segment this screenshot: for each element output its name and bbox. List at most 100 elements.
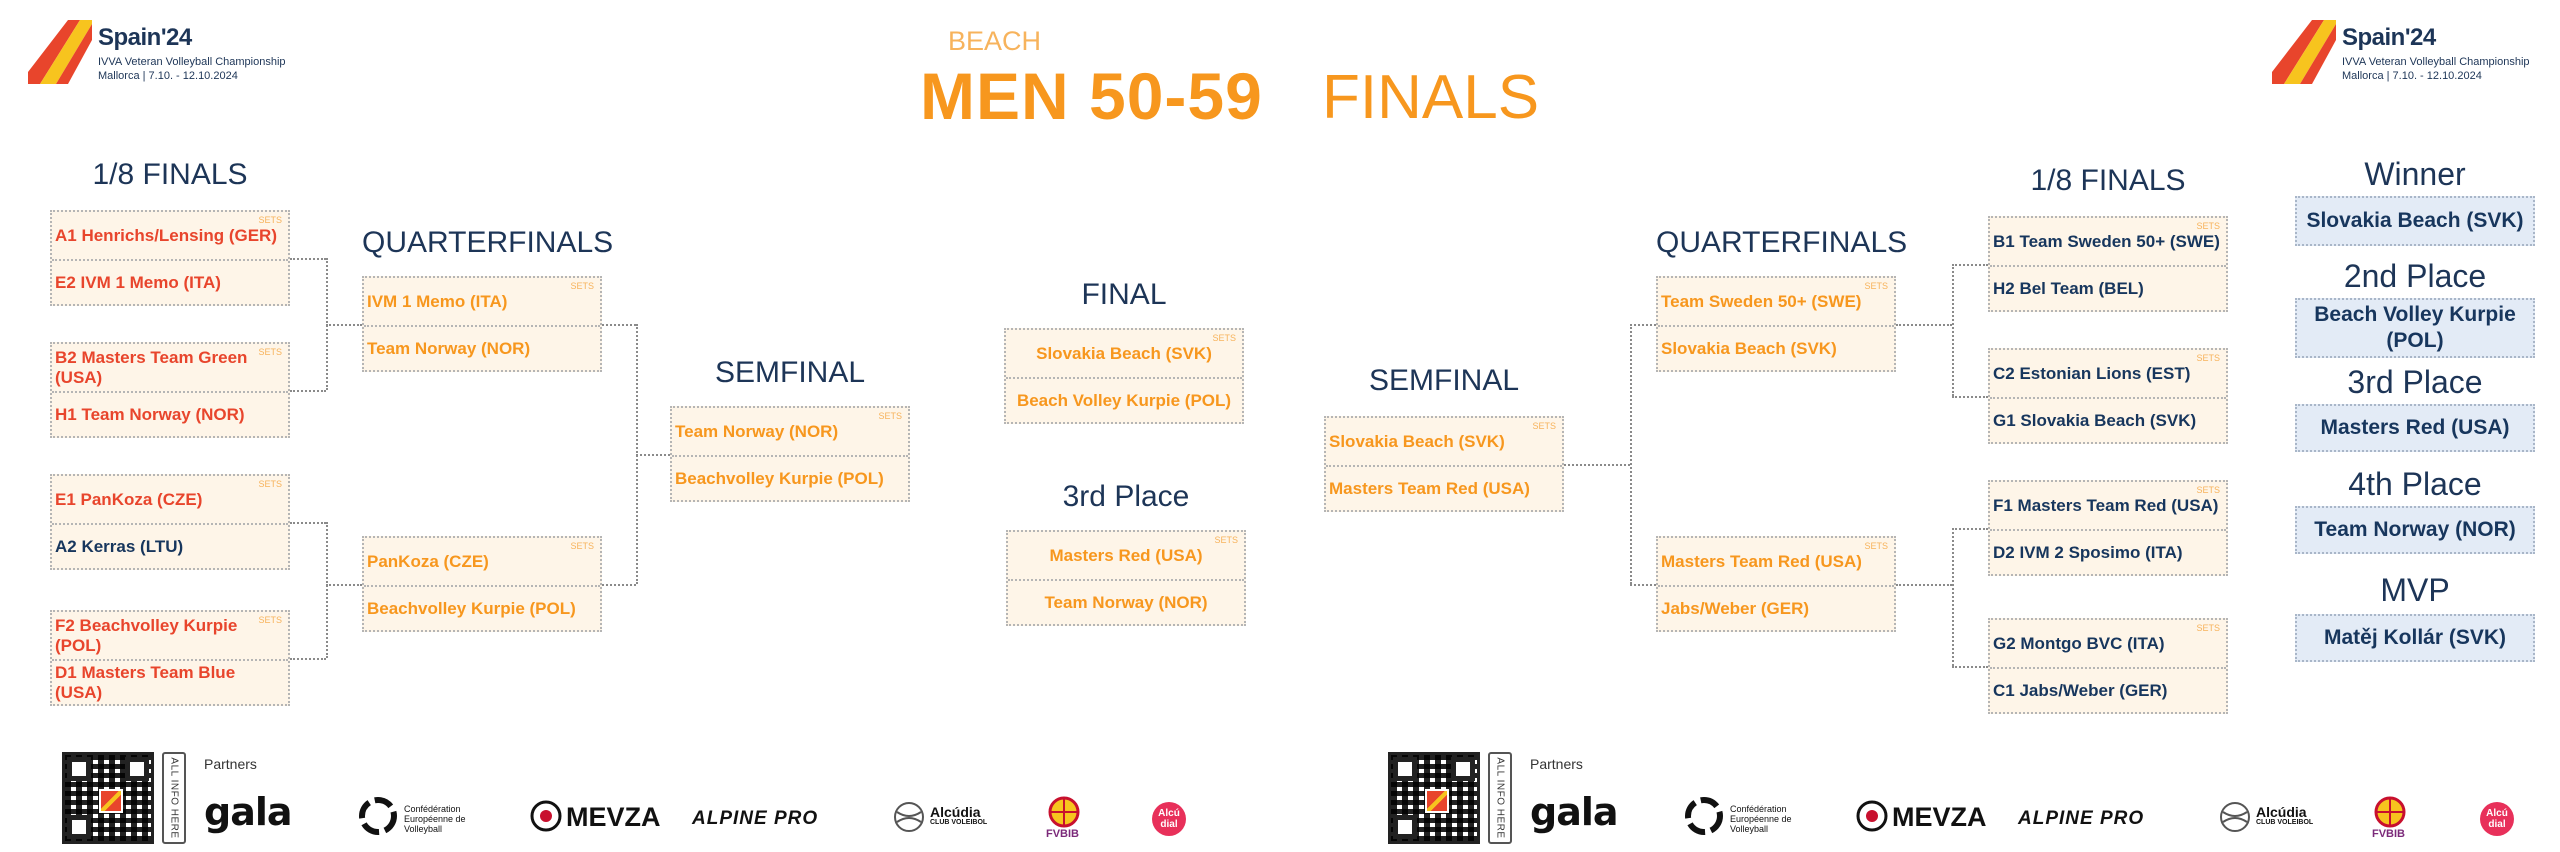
sets-label: SETS bbox=[570, 541, 594, 551]
match-qf-left-1: SETS IVM 1 Memo (ITA) Team Norway (NOR) bbox=[362, 276, 602, 372]
connector bbox=[1952, 396, 1988, 398]
sets-label: SETS bbox=[258, 615, 282, 625]
qr-code-icon[interactable] bbox=[62, 752, 154, 844]
team-slot: E1 PanKoza (CZE) bbox=[55, 489, 203, 509]
partner-alcudia-logo: Alcúdia CLUB VOLEIBOL bbox=[930, 804, 987, 827]
heading-third-place: 3rd Place bbox=[1062, 480, 1190, 513]
team-slot: Beachvolley Kurpie (POL) bbox=[675, 469, 884, 488]
connector bbox=[1896, 324, 1952, 326]
logo-dates: Mallorca | 7.10. - 12.10.2024 bbox=[98, 70, 238, 82]
heading-r16-left: 1/8 FINALS bbox=[92, 158, 248, 191]
cev-logo-icon bbox=[359, 797, 397, 835]
connector bbox=[1952, 264, 1954, 396]
connector bbox=[1952, 264, 1988, 266]
fvbib-ball-icon bbox=[2374, 796, 2406, 828]
award-winner: Slovakia Beach (SVK) bbox=[2295, 196, 2535, 246]
team-slot: C2 Estonian Lions (EST) bbox=[1993, 363, 2191, 383]
team-slot: H1 Team Norway (NOR) bbox=[55, 405, 245, 424]
team-slot: C1 Jabs/Weber (GER) bbox=[1993, 681, 2168, 700]
award-mvp: Matěj Kollár (SVK) bbox=[2295, 614, 2535, 662]
team-slot: Team Norway (NOR) bbox=[675, 421, 839, 441]
qr-code-icon[interactable] bbox=[1388, 752, 1480, 844]
mevza-ball-icon bbox=[1856, 800, 1888, 832]
cev-logo-icon bbox=[1685, 797, 1723, 835]
sets-label: SETS bbox=[2196, 353, 2220, 363]
team-slot: Slovakia Beach (SVK) bbox=[1036, 343, 1212, 363]
alcudia-name: Alcúdia bbox=[930, 804, 981, 820]
sets-label: SETS bbox=[2196, 221, 2220, 231]
logo-name: Spain'24 bbox=[2342, 24, 2436, 51]
partner-mevza-logo: MEVZA bbox=[1892, 802, 1987, 832]
sets-label: SETS bbox=[2196, 623, 2220, 633]
partner-alcudia-logo: Alcúdia CLUB VOLEIBOL bbox=[2256, 805, 2313, 827]
award-title-second: 2nd Place bbox=[2343, 258, 2487, 294]
finals-title: FINALS bbox=[1322, 63, 1540, 132]
logo-subtitle: IVVA Veteran Volleyball Championship bbox=[2342, 56, 2530, 68]
sets-label: SETS bbox=[1864, 281, 1888, 291]
partner-alpine-pro-logo: ALPINE PRO bbox=[2018, 808, 2145, 829]
connector bbox=[1630, 584, 1656, 586]
sets-label: SETS bbox=[258, 347, 282, 357]
team-slot: PanKoza (CZE) bbox=[367, 551, 489, 571]
partner-mevza-logo: MEVZA bbox=[566, 802, 661, 832]
match-r16-left-3: SETS E1 PanKoza (CZE) A2 Kerras (LTU) bbox=[50, 474, 290, 570]
heading-qf-left: QUARTERFINALS bbox=[362, 226, 614, 259]
award-fourth: Team Norway (NOR) bbox=[2295, 506, 2535, 554]
connector bbox=[326, 324, 362, 326]
team-slot: F1 Masters Team Red (USA) bbox=[1993, 495, 2219, 515]
match-sf-right: SETS Slovakia Beach (SVK) Masters Team R… bbox=[1324, 416, 1564, 512]
connector bbox=[1952, 528, 1954, 666]
alcudia-ball-icon bbox=[894, 802, 924, 832]
connector bbox=[602, 584, 636, 586]
match-final: SETS Slovakia Beach (SVK) Beach Volley K… bbox=[1004, 328, 1244, 424]
all-info-tag: ALL INFO HERE bbox=[1488, 752, 1512, 844]
partner-alcu-dial-logo: Alcú dial bbox=[1152, 802, 1186, 836]
partner-alpine-pro-logo: ALPINE PRO bbox=[692, 808, 819, 829]
team-slot: Slovakia Beach (SVK) bbox=[1661, 339, 1837, 358]
match-r16-left-2: SETS B2 Masters Team Green (USA) H1 Team… bbox=[50, 342, 290, 438]
match-qf-right-2: SETS Masters Team Red (USA) Jabs/Weber (… bbox=[1656, 536, 1896, 632]
connector bbox=[1952, 666, 1988, 668]
heading-sf-right: SEMFINAL bbox=[1368, 364, 1520, 397]
match-r16-left-1: SETS A1 Henrichs/Lensing (GER) E2 IVM 1 … bbox=[50, 210, 290, 306]
sets-label: SETS bbox=[1532, 421, 1556, 431]
sets-label: SETS bbox=[258, 215, 282, 225]
team-slot: Team Sweden 50+ (SWE) bbox=[1661, 291, 1862, 311]
connector bbox=[290, 658, 326, 660]
partner-cev-logo: Confédération Européenne de Volleyball bbox=[404, 804, 466, 834]
connector bbox=[290, 522, 326, 524]
connector bbox=[1564, 464, 1630, 466]
alcudia-ball-icon bbox=[2220, 802, 2250, 832]
spain-flag-stripes-icon bbox=[28, 20, 92, 84]
team-slot: Slovakia Beach (SVK) bbox=[1329, 431, 1505, 451]
spain-flag-stripes-icon bbox=[2272, 20, 2336, 84]
connector bbox=[1630, 324, 1656, 326]
award-title-mvp: MVP bbox=[2380, 572, 2450, 608]
mevza-ball-icon bbox=[530, 800, 562, 832]
logo-dates: Mallorca | 7.10. - 12.10.2024 bbox=[2342, 70, 2482, 82]
team-slot: Masters Team Red (USA) bbox=[1329, 479, 1530, 498]
partner-gala-logo: gala bbox=[204, 790, 293, 834]
connector bbox=[326, 584, 362, 586]
match-sf-left: SETS Team Norway (NOR) Beachvolley Kurpi… bbox=[670, 406, 910, 502]
team-slot: Jabs/Weber (GER) bbox=[1661, 599, 1810, 618]
partner-fvbib-logo: FVBIB bbox=[1046, 828, 1079, 840]
sets-label: SETS bbox=[878, 411, 902, 421]
team-slot: Team Norway (NOR) bbox=[367, 339, 531, 358]
partner-cev-logo: Confédération Européenne de Volleyball bbox=[1730, 804, 1792, 834]
team-slot: B2 Masters Team Green (USA) bbox=[55, 347, 248, 387]
all-info-tag: ALL INFO HERE bbox=[162, 752, 186, 844]
partner-gala-logo: gala bbox=[1530, 790, 1619, 834]
match-third-place: SETS Masters Red (USA) Team Norway (NOR) bbox=[1006, 530, 1246, 626]
connector bbox=[1630, 324, 1632, 584]
heading-sf-left: SEMFINAL bbox=[714, 356, 866, 389]
award-title-winner: Winner bbox=[2364, 156, 2466, 192]
team-slot: D1 Masters Team Blue (USA) bbox=[55, 663, 236, 702]
category-title: MEN 50-59 bbox=[920, 59, 1263, 133]
all-info-label: ALL INFO HERE bbox=[168, 757, 180, 839]
match-r16-right-1: SETS B1 Team Sweden 50+ (SWE) H2 Bel Tea… bbox=[1988, 216, 2228, 312]
team-slot: Team Norway (NOR) bbox=[1044, 593, 1208, 612]
partners-label: Partners bbox=[1530, 756, 1583, 772]
award-third: Masters Red (USA) bbox=[2295, 404, 2535, 452]
sets-label: SETS bbox=[570, 281, 594, 291]
